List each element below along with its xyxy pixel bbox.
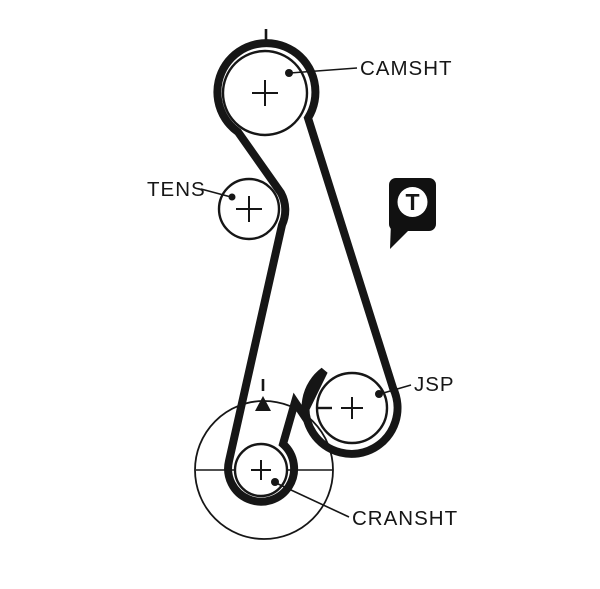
camsht-leader-dot: [285, 69, 293, 77]
cransht-leader-dot: [271, 478, 279, 486]
crankshaft-timing-triangle-icon: [255, 396, 271, 411]
tens-leader-line: [200, 188, 232, 198]
jsp-label: JSP: [414, 373, 455, 396]
jsp-leader-dot: [375, 390, 383, 398]
jsp-leader-line: [379, 384, 412, 395]
tool-badge-circle: [397, 187, 428, 217]
camsht-leader-line: [289, 67, 358, 74]
tens-label: TENS: [147, 178, 206, 201]
tens-leader-dot: [228, 193, 236, 201]
camsht-label: CAMSHT: [360, 57, 453, 80]
timing-belt-path: [213, 39, 402, 506]
cransht-label: CRANSHT: [352, 507, 458, 530]
cransht-leader-line: [275, 482, 350, 518]
tool-badge-letter: T: [405, 189, 419, 215]
